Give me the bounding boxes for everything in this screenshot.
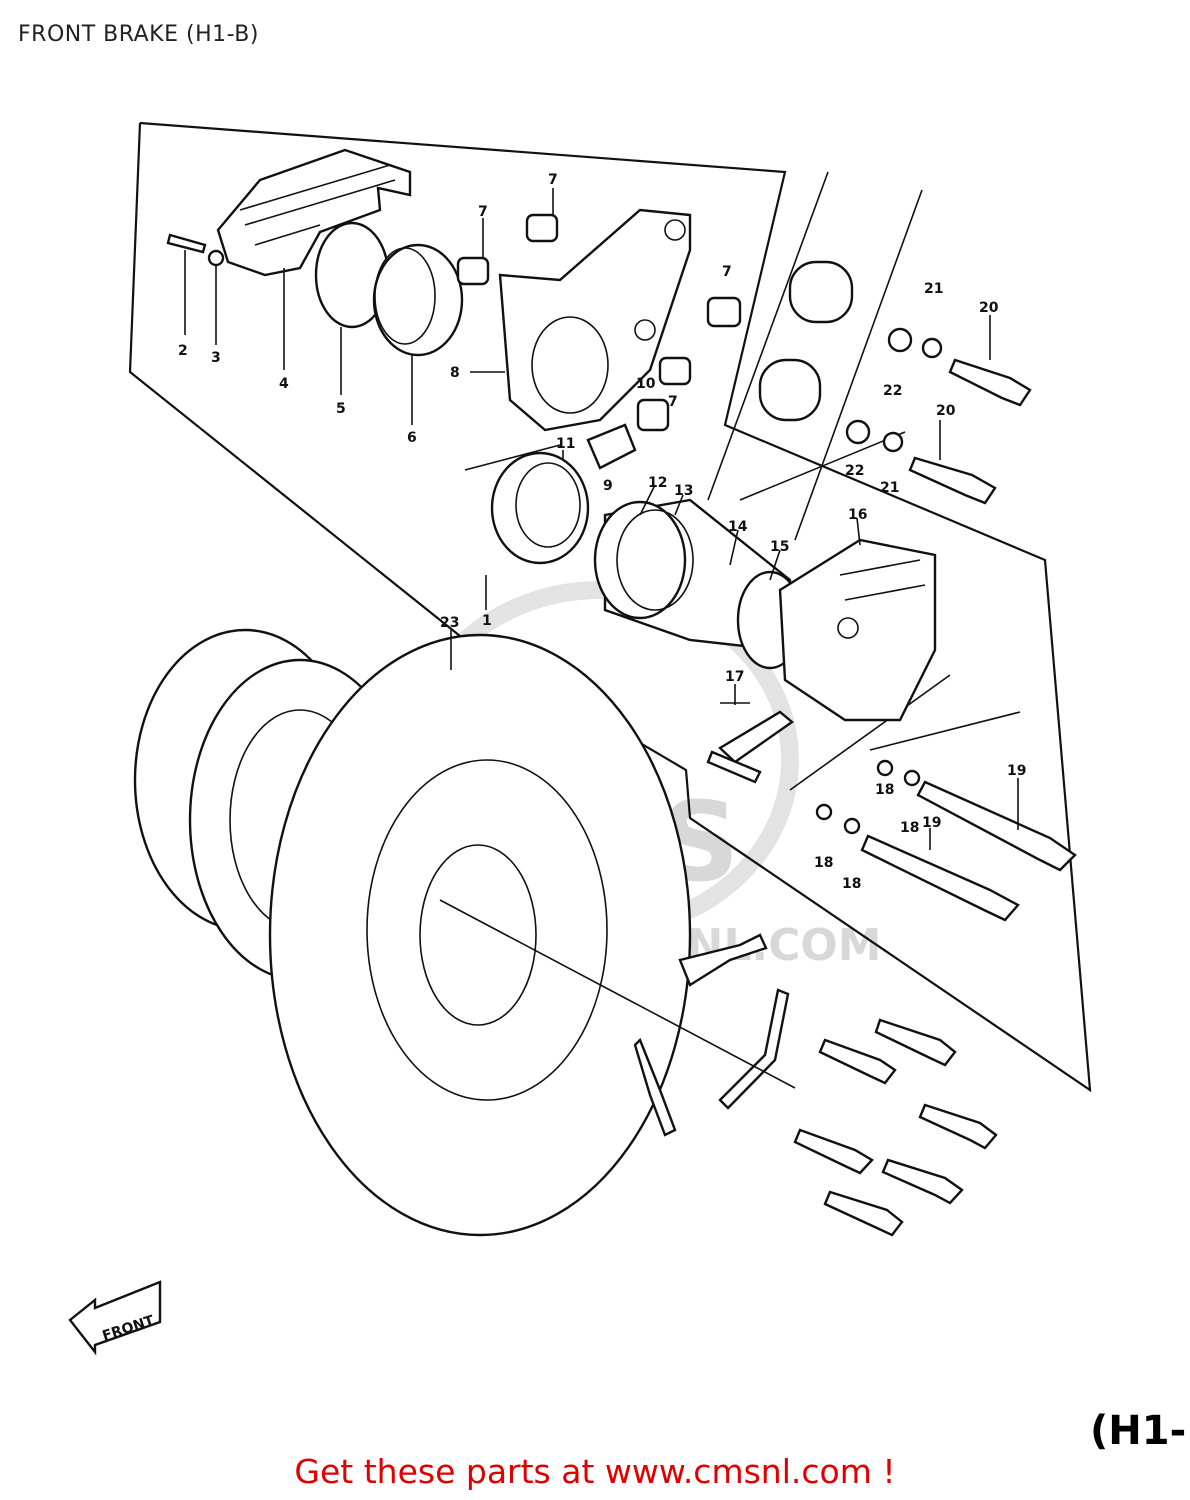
washer-part [843, 817, 861, 835]
long-bolt-part [860, 834, 1020, 922]
callout-19b: 19 [922, 815, 941, 831]
callout-21b: 21 [880, 480, 899, 496]
front-arrow: FRONT [68, 1280, 162, 1356]
brake-disc-part [268, 633, 692, 1237]
bushing-part [758, 358, 822, 422]
small-bolt-part [166, 233, 207, 254]
callout-15: 15 [770, 539, 789, 555]
caliper-cover-part [216, 148, 412, 277]
callout-7c: 7 [722, 264, 732, 280]
callout-5: 5 [336, 401, 346, 417]
washer-part [921, 337, 943, 359]
callout-20a: 20 [979, 300, 999, 316]
pin-part [636, 398, 670, 432]
footer-link-text[interactable]: Get these parts at www.cmsnl.com ! [294, 1452, 896, 1491]
washer-part [815, 803, 833, 821]
long-bolt-part [916, 780, 1077, 872]
callout-18b: 18 [900, 820, 919, 836]
callout-19a: 19 [1007, 763, 1026, 779]
callout-7d: 7 [668, 394, 678, 410]
callout-16: 16 [848, 507, 867, 523]
washer-part [845, 419, 871, 445]
callout-17: 17 [725, 669, 744, 685]
lock-plate-part [718, 988, 790, 1110]
callout-18d: 18 [842, 876, 861, 892]
mount-bolt-part [908, 456, 997, 505]
sleeve-part [525, 213, 559, 243]
callout-9: 9 [603, 478, 613, 494]
leader-lines [184, 188, 1019, 850]
callout-12: 12 [648, 475, 667, 491]
washer-part [903, 769, 921, 787]
washer-part [882, 431, 904, 453]
callout-labels: 1 2 3 4 5 6 7 7 7 7 8 9 10 11 12 13 14 1… [178, 172, 1026, 892]
callout-10: 10 [636, 376, 656, 392]
page-title: FRONT BRAKE (H1-B) [18, 22, 259, 47]
lock-plate-part [633, 1037, 677, 1137]
caliper-bracket-part [498, 208, 692, 432]
sleeve-part [456, 256, 490, 286]
piston-cap-part [372, 243, 464, 357]
callout-13: 13 [674, 483, 693, 499]
bushing-part [788, 260, 854, 324]
callout-3: 3 [211, 350, 221, 366]
callout-23: 23 [440, 615, 459, 631]
brake-pad-part [586, 423, 637, 470]
callout-7b: 7 [478, 204, 488, 220]
small-washer-part [207, 249, 225, 267]
callout-6: 6 [407, 430, 417, 446]
piston-part [490, 451, 590, 565]
sleeve-part [658, 356, 692, 386]
callout-22a: 22 [883, 383, 902, 399]
diagram-code-label: (H1- [1090, 1408, 1187, 1454]
callout-21a: 21 [924, 281, 943, 297]
callout-22b: 22 [845, 463, 864, 479]
callout-8: 8 [450, 365, 460, 381]
callout-18a: 18 [875, 782, 894, 798]
bleeder-valve-part [718, 710, 794, 764]
mount-bolt-part [948, 358, 1032, 407]
callout-2: 2 [178, 343, 188, 359]
callout-18c: 18 [814, 855, 833, 871]
disc-bolts [793, 1018, 998, 1237]
callout-11: 11 [556, 436, 575, 452]
callout-20b: 20 [936, 403, 956, 419]
washer-part [887, 327, 913, 353]
caliper-frame [128, 121, 1092, 1093]
callout-14: 14 [728, 519, 748, 535]
callout-4: 4 [279, 376, 289, 392]
lock-plate-part [678, 933, 768, 987]
washer-part [876, 759, 894, 777]
callout-1: 1 [482, 613, 492, 629]
callout-7a: 7 [548, 172, 558, 188]
sleeve-part [706, 296, 742, 328]
